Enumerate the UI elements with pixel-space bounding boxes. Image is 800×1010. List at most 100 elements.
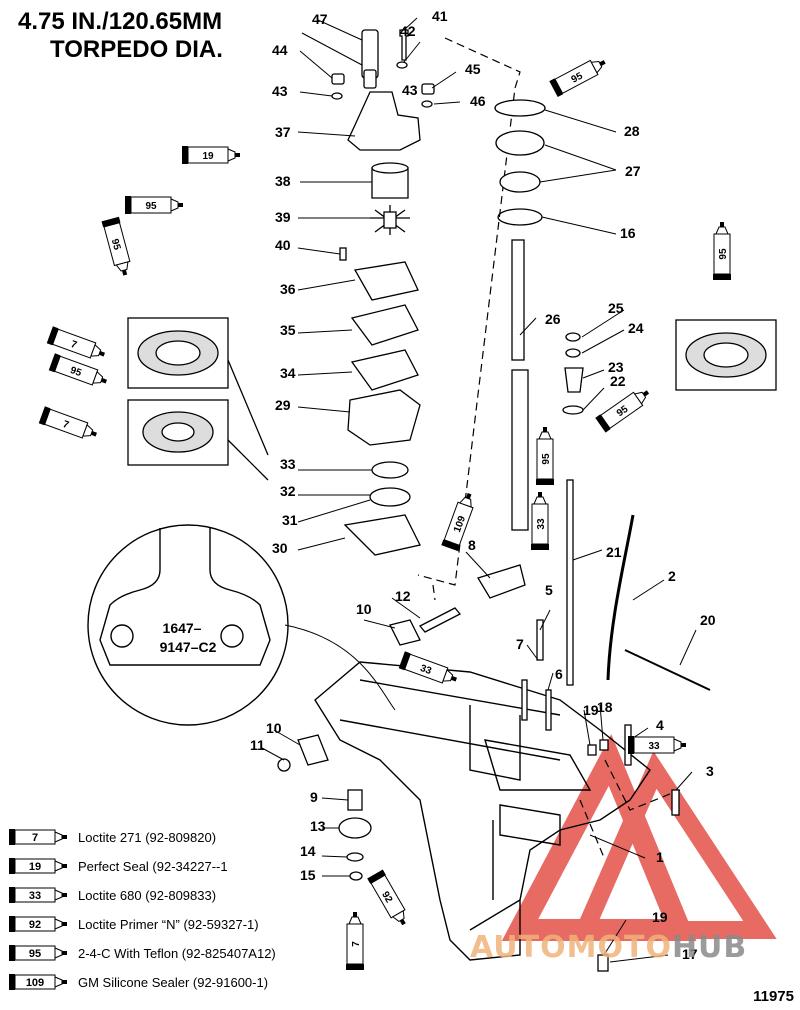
tube-label: 19	[202, 151, 214, 162]
callout-number: 10	[266, 720, 282, 736]
callout-number: 28	[624, 123, 640, 139]
sealant-tube-icon: 92	[367, 869, 406, 926]
legend-row: 95 2-4-C With Teflon (92-825407A12)	[6, 942, 336, 971]
sealant-tube-icon: 95	[549, 59, 606, 98]
sealant-tube-icon: 109	[441, 493, 474, 552]
legend-text: Loctite Primer “N” (92-59327-1)	[78, 917, 259, 932]
tube-label: 7	[61, 419, 70, 431]
part-13-gear	[338, 817, 372, 839]
part-19-washer	[587, 744, 597, 756]
callout-number: 26	[545, 311, 561, 327]
callout-number: 15	[300, 867, 316, 883]
callout-number: 6	[555, 666, 563, 682]
part-45-washer	[421, 100, 433, 108]
callout-number: 13	[310, 818, 326, 834]
part-31-o-ring	[369, 487, 411, 507]
callout-numbers: 1234567891010111213141516171819192021222…	[250, 8, 716, 962]
callout-number: 3	[706, 763, 714, 779]
part-7-stud	[536, 619, 544, 661]
callout-number: 4	[656, 717, 664, 733]
part-22-o-ring	[562, 405, 584, 415]
part-17-screw	[597, 954, 609, 972]
part-36-plate	[350, 304, 419, 346]
part-35-gasket	[353, 261, 419, 301]
part-11-bolt	[418, 607, 462, 633]
callout-number: 24	[628, 320, 644, 336]
callout-number: 22	[610, 373, 626, 389]
part-43-washer	[331, 92, 343, 100]
callout-number: 12	[395, 588, 411, 604]
watermark-logo-icon	[501, 734, 777, 941]
callout-number: 7	[516, 636, 524, 652]
legend-code: 92	[29, 919, 41, 931]
part-26-driveshaft-lower	[511, 369, 529, 531]
callout-number: 41	[432, 8, 448, 24]
seal-detail-boxes	[127, 317, 777, 481]
driveshaft-parts	[277, 99, 711, 972]
part-6-stud	[545, 689, 552, 731]
sealant-tube-icon: 95	[536, 427, 554, 485]
part-21-rod	[566, 479, 574, 686]
callout-number: 31	[282, 512, 298, 528]
callout-number: 40	[275, 237, 291, 253]
callout-number: 46	[470, 93, 486, 109]
part-39-grommet	[363, 69, 377, 89]
detail-part-number-line-1: 1647–	[163, 620, 202, 636]
callout-number: 1	[656, 849, 664, 865]
tube-icon: 33	[9, 887, 67, 903]
part-46-nut	[421, 83, 435, 95]
watermark-brand: AUTOMOTOHUB	[470, 930, 747, 965]
part-25-nut	[565, 332, 581, 342]
legend-row: 92 Loctite Primer “N” (92-59327-1)	[6, 913, 336, 942]
callout-number: 42	[400, 23, 416, 39]
legend-code: 19	[29, 861, 41, 873]
sealant-tube-icon: 7	[346, 912, 364, 970]
callout-number: 2	[668, 568, 676, 584]
detail-view: 1647– 9147–C2	[87, 524, 396, 726]
part-29-pump-base	[347, 389, 421, 446]
callout-leaders	[261, 17, 697, 963]
callout-number: 37	[275, 124, 291, 140]
callout-number: 43	[402, 82, 418, 98]
tube-label: 95	[541, 453, 552, 465]
tube-label: 33	[648, 741, 660, 752]
legend-row: 33 Loctite 680 (92-809833)	[6, 884, 336, 913]
part-14-washer	[346, 852, 364, 862]
part-8-bracket	[477, 564, 526, 599]
part-10-anode-b	[297, 734, 329, 766]
tube-icon: 92	[9, 916, 67, 932]
legend-row: 109 GM Silicone Sealer (92-91600-1)	[6, 971, 336, 1000]
part-28-seal	[494, 99, 546, 117]
callout-number: 8	[468, 537, 476, 553]
callout-number: 20	[700, 612, 716, 628]
part-30-gasket	[343, 514, 421, 556]
callout-number: 32	[280, 483, 296, 499]
part-41-key	[339, 247, 347, 261]
part-43-washer-b	[396, 61, 408, 69]
legend-code: 95	[29, 948, 41, 960]
sealant-tube-icon: 19	[182, 146, 240, 164]
callout-number: 43	[272, 83, 288, 99]
callout-number: 19	[652, 909, 668, 925]
diagram-title-line-1: 4.75 IN./120.65MM	[18, 8, 223, 35]
callout-number: 5	[545, 582, 553, 598]
callout-number: 21	[606, 544, 622, 560]
callout-number: 17	[682, 946, 698, 962]
callout-number: 10	[356, 601, 372, 617]
legend-text: Loctite 271 (92-809820)	[78, 830, 217, 845]
tube-label: 95	[109, 238, 123, 252]
callout-number: 23	[608, 359, 624, 375]
tube-label: 7	[69, 339, 78, 351]
part-16-shim	[497, 208, 543, 226]
legend-text: Loctite 680 (92-809833)	[78, 888, 217, 903]
tube-icon: 7	[9, 829, 67, 845]
sealant-tube-icon: 95	[101, 216, 131, 276]
tube-label: 95	[145, 201, 157, 212]
part-34-gasket	[350, 349, 419, 391]
part-32-seal	[371, 461, 409, 479]
part-20-tie	[624, 649, 711, 691]
tube-icon: 95	[9, 945, 67, 961]
part-2-hose	[606, 514, 635, 681]
part-44-nut	[331, 73, 345, 85]
